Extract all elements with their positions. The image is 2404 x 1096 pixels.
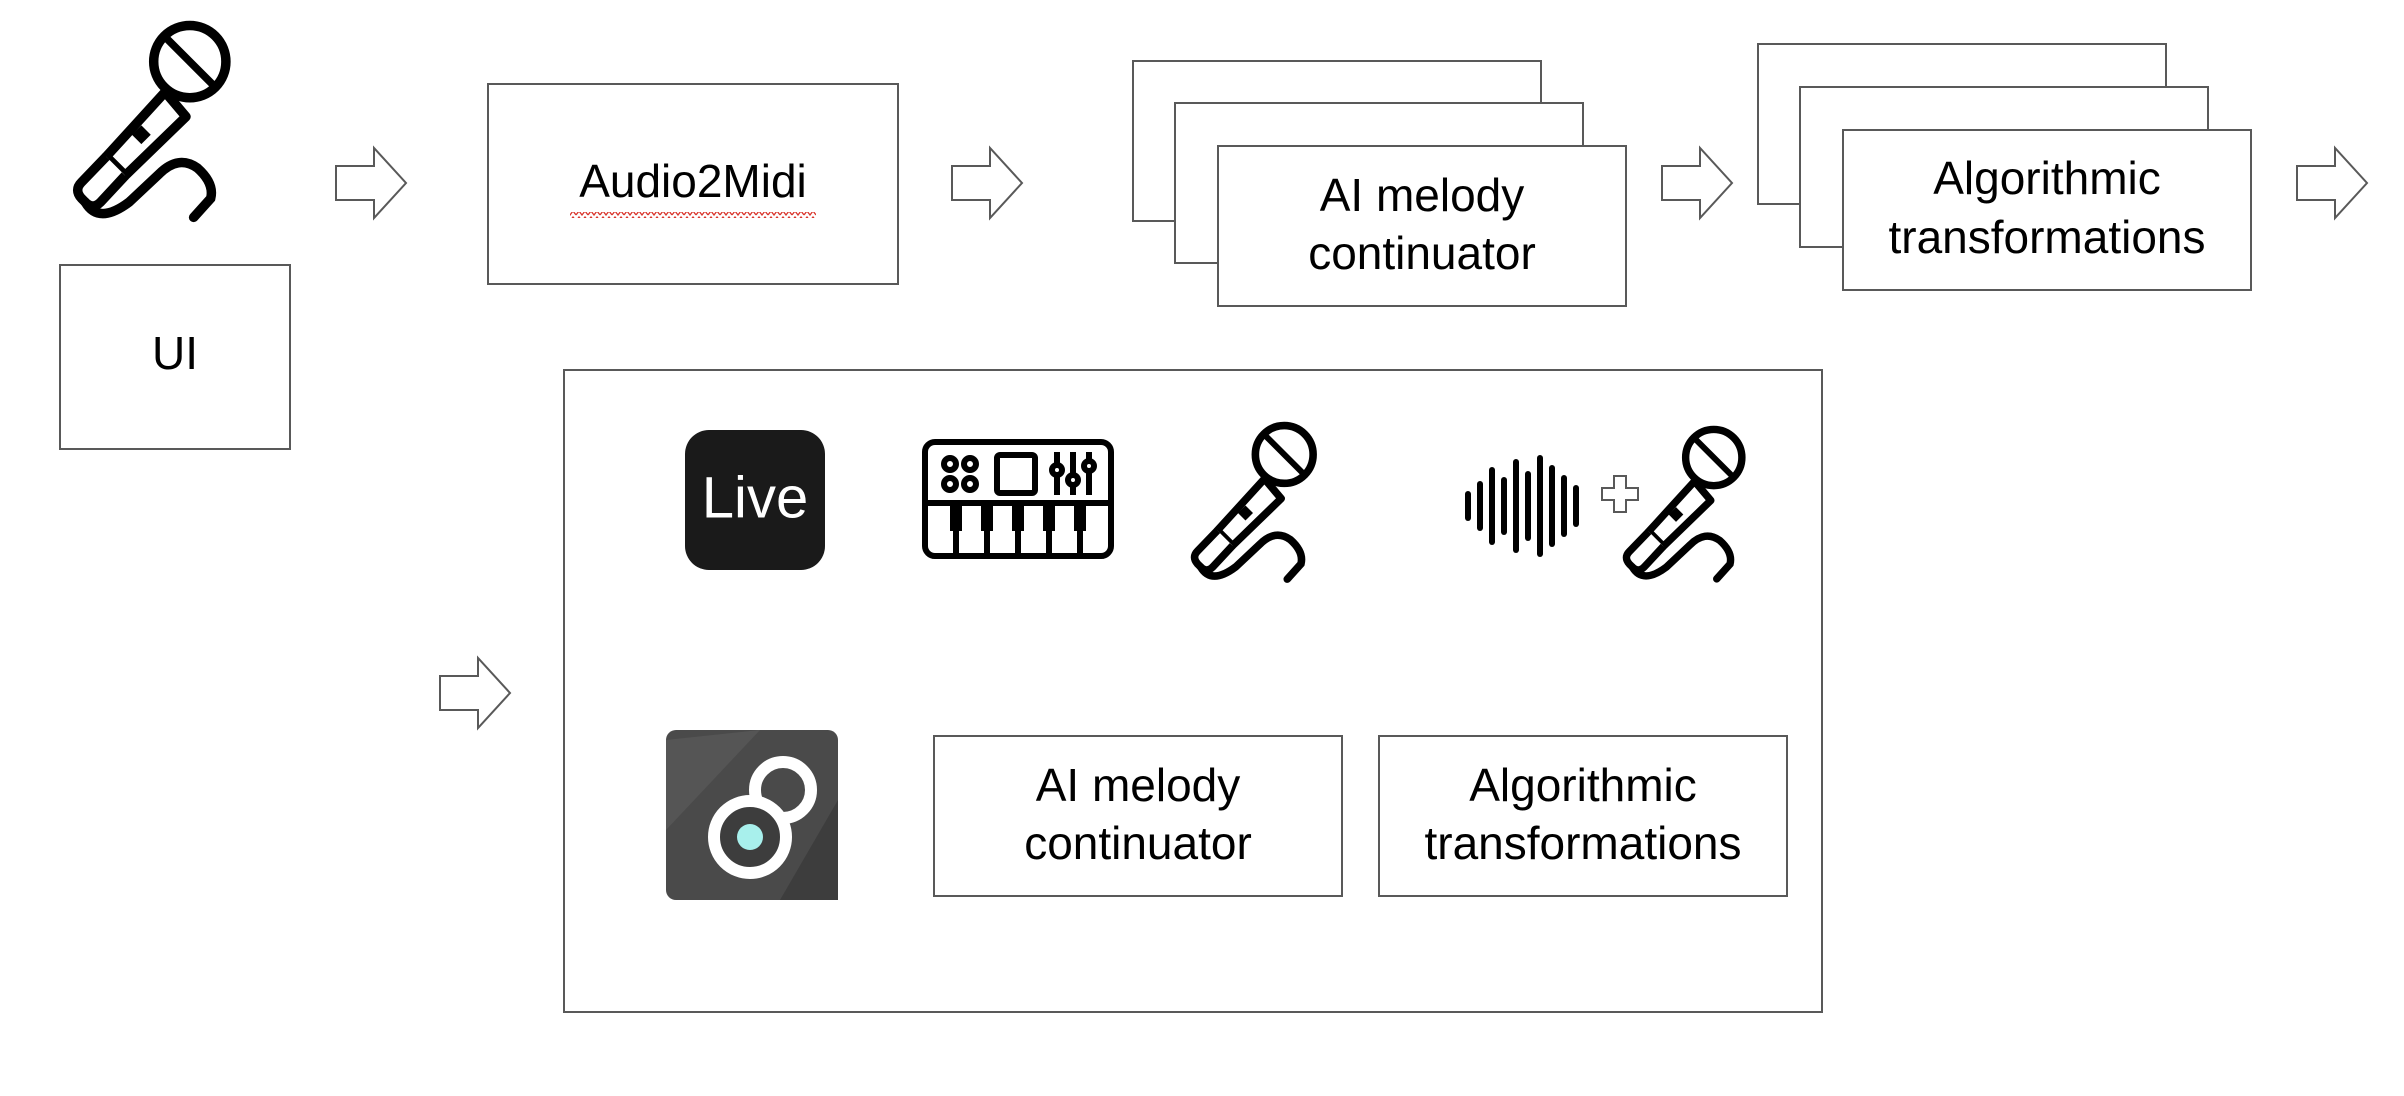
waveform-icon bbox=[1465, 455, 1579, 557]
platform-ai-melody-box: AI melody continuator bbox=[933, 735, 1343, 897]
arrow-icon bbox=[2296, 147, 2368, 219]
algorithmic-transformations-stack: Algorithmic transformations bbox=[1757, 43, 2252, 291]
ableton-live-logo: Live bbox=[685, 430, 825, 570]
midi-keyboard-icon bbox=[922, 439, 1114, 559]
app-logo-8 bbox=[666, 730, 838, 900]
platform-ai-melody-line2: continuator bbox=[1024, 817, 1252, 869]
platform-algorithmic-line2: transformations bbox=[1424, 817, 1741, 869]
ai-melody-line1: AI melody bbox=[1320, 169, 1525, 221]
arrow-icon bbox=[335, 147, 407, 219]
algorithmic-line1: Algorithmic bbox=[1933, 152, 2161, 204]
platform-ai-melody-line1: AI melody bbox=[1036, 759, 1241, 811]
ui-box: UI bbox=[59, 264, 291, 450]
top-microphone-icon bbox=[78, 26, 226, 218]
audio2midi-box: Audio2Midi bbox=[487, 83, 899, 285]
spellcheck-underline bbox=[570, 212, 816, 218]
arrow-icon bbox=[1661, 147, 1733, 219]
audio2midi-label: Audio2Midi bbox=[579, 155, 807, 207]
live-logo-text: Live bbox=[702, 465, 808, 530]
ai-melody-line2: continuator bbox=[1308, 227, 1536, 279]
arrow-icon bbox=[951, 147, 1023, 219]
algorithmic-line2: transformations bbox=[1888, 211, 2205, 263]
arrow-icon bbox=[439, 657, 511, 729]
ai-melody-continuator-stack: AI melody continuator bbox=[1132, 60, 1627, 307]
platform-algorithmic-line1: Algorithmic bbox=[1469, 759, 1697, 811]
ui-label: UI bbox=[152, 327, 198, 379]
plus-icon bbox=[1601, 475, 1639, 513]
platform-algorithmic-box: Algorithmic transformations bbox=[1378, 735, 1788, 897]
waveform-plus-microphone-icon bbox=[1465, 429, 1742, 578]
